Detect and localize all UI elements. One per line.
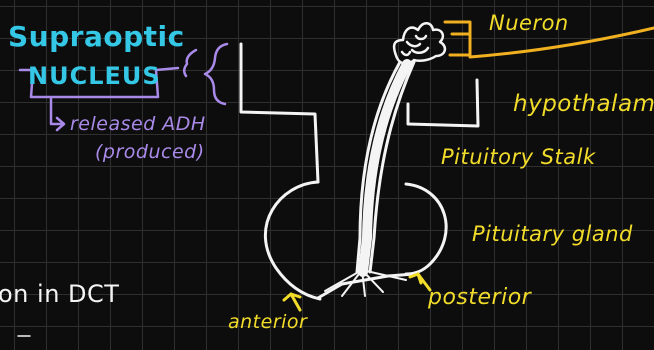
- produced-label: (produced): [95, 141, 205, 163]
- posterior-label: posterior: [428, 285, 531, 310]
- neuron-fan: [325, 270, 406, 296]
- nucleus-label: NUCLEUS: [28, 62, 161, 90]
- anterior-arrow: [284, 294, 300, 310]
- neuron-cell-body-icon: [394, 23, 445, 63]
- pituitary-stalk: [357, 62, 414, 272]
- neuron-label: Nueron: [489, 11, 569, 35]
- supraoptic-label: Supraoptic: [8, 20, 185, 53]
- hypothalamus-label: hypothalamus: [513, 91, 654, 117]
- dct-note-label: on in DCT: [0, 280, 119, 308]
- pituitary-stalk-label: Pituitory Stalk: [441, 145, 596, 169]
- purple-braces: [184, 44, 227, 104]
- released-adh-arrow: [51, 99, 64, 130]
- anterior-label: anterior: [228, 311, 307, 333]
- posterior-arrow: [410, 274, 430, 290]
- released-adh-label: released ADH: [70, 113, 206, 135]
- pituitary-gland-label: Pituitary gland: [472, 222, 633, 246]
